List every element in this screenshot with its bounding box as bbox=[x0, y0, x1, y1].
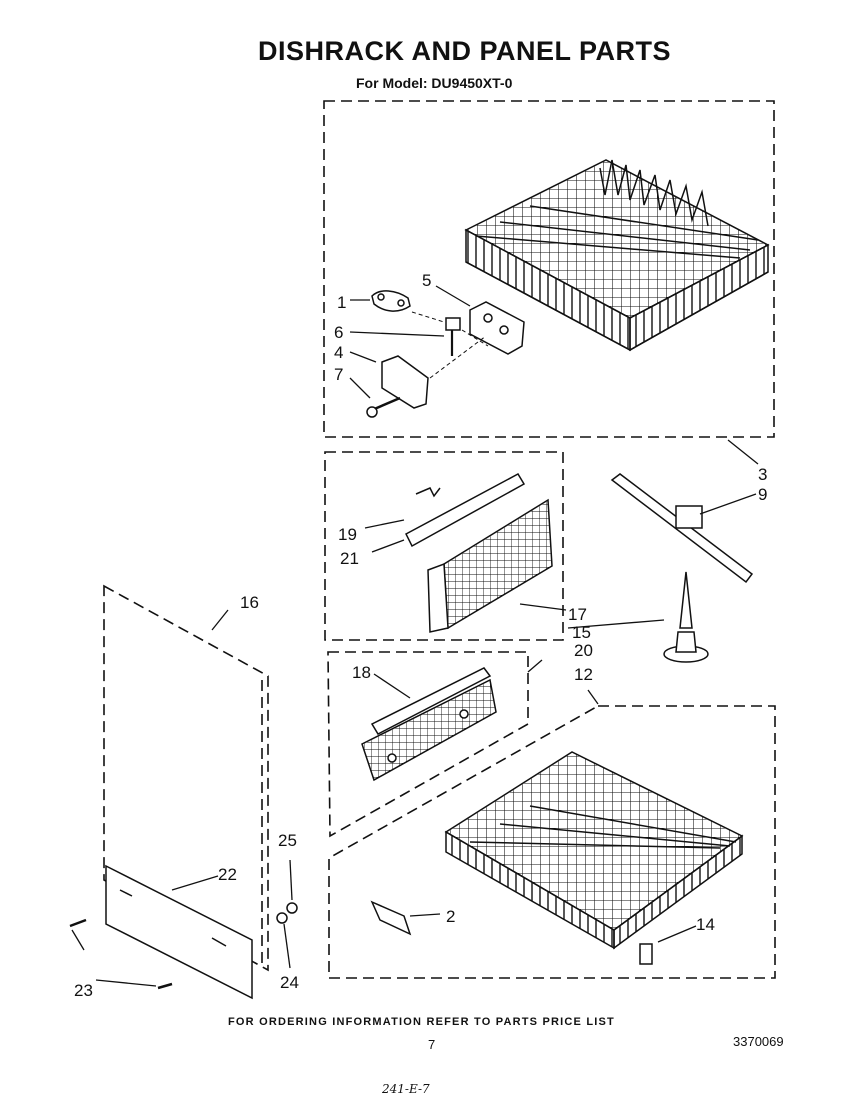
filter-screen-assembly bbox=[405, 473, 553, 633]
callout-17: 17 bbox=[568, 605, 587, 624]
callout-7: 7 bbox=[334, 365, 343, 384]
callout-22: 22 bbox=[218, 865, 237, 884]
callout-4: 4 bbox=[334, 343, 343, 362]
silverware-basket bbox=[361, 667, 497, 782]
page-title: DISHRACK AND PANEL PARTS bbox=[258, 36, 672, 66]
access-panel-outline bbox=[103, 584, 269, 972]
leader-lines bbox=[71, 285, 759, 987]
callout-14: 14 bbox=[696, 915, 715, 934]
document-number: 3370069 bbox=[733, 1034, 784, 1049]
upper-dishrack bbox=[464, 159, 770, 352]
callout-16: 16 bbox=[240, 593, 259, 612]
ordering-info-note: FOR ORDERING INFORMATION REFER TO PARTS … bbox=[228, 1016, 615, 1028]
callout-21: 21 bbox=[340, 549, 359, 568]
upper-rack-group-box bbox=[323, 100, 775, 438]
part-6-wheel bbox=[445, 317, 461, 331]
part-5-bracket bbox=[469, 301, 525, 355]
screw-23b bbox=[157, 982, 173, 990]
lower-rack-small-parts bbox=[370, 900, 653, 965]
part-14-stop bbox=[639, 943, 653, 965]
lower-rack-group-box bbox=[328, 705, 776, 979]
lower-dishrack bbox=[444, 751, 744, 950]
nut-25 bbox=[286, 902, 298, 914]
handwritten-note: 241-E-7 bbox=[382, 1082, 430, 1096]
callout-9: 9 bbox=[758, 485, 767, 504]
callout-2: 2 bbox=[446, 907, 455, 926]
model-subtitle: For Model: DU9450XT-0 bbox=[356, 75, 513, 91]
callout-25: 25 bbox=[278, 831, 297, 850]
callout-1: 1 bbox=[337, 293, 346, 312]
callout-24: 24 bbox=[280, 973, 299, 992]
callout-labels: 1 5 6 4 7 3 9 19 21 17 15 16 20 12 18 25… bbox=[74, 271, 767, 1000]
washer-24 bbox=[276, 912, 288, 924]
callout-5: 5 bbox=[422, 271, 431, 290]
part-4-cover bbox=[381, 355, 429, 409]
callout-6: 6 bbox=[334, 323, 343, 342]
part-7-screw bbox=[371, 396, 401, 412]
spray-arm-assembly bbox=[610, 473, 754, 663]
rack-adjuster-parts bbox=[366, 290, 525, 418]
callout-3: 3 bbox=[758, 465, 767, 484]
callout-18: 18 bbox=[352, 663, 371, 682]
part-2-roller bbox=[370, 900, 412, 936]
callout-12: 12 bbox=[574, 665, 593, 684]
page-number: 7 bbox=[428, 1037, 436, 1052]
callout-23: 23 bbox=[74, 981, 93, 1000]
callout-19: 19 bbox=[338, 525, 357, 544]
panel-hardware bbox=[69, 864, 298, 1000]
panel-22-trim bbox=[105, 864, 253, 1000]
part-1-clip bbox=[371, 290, 411, 312]
callout-15: 15 bbox=[572, 623, 591, 642]
basket-group-box bbox=[327, 651, 529, 838]
filter-group-box bbox=[324, 451, 564, 641]
callout-20: 20 bbox=[574, 641, 593, 660]
screw-23a bbox=[69, 918, 87, 928]
